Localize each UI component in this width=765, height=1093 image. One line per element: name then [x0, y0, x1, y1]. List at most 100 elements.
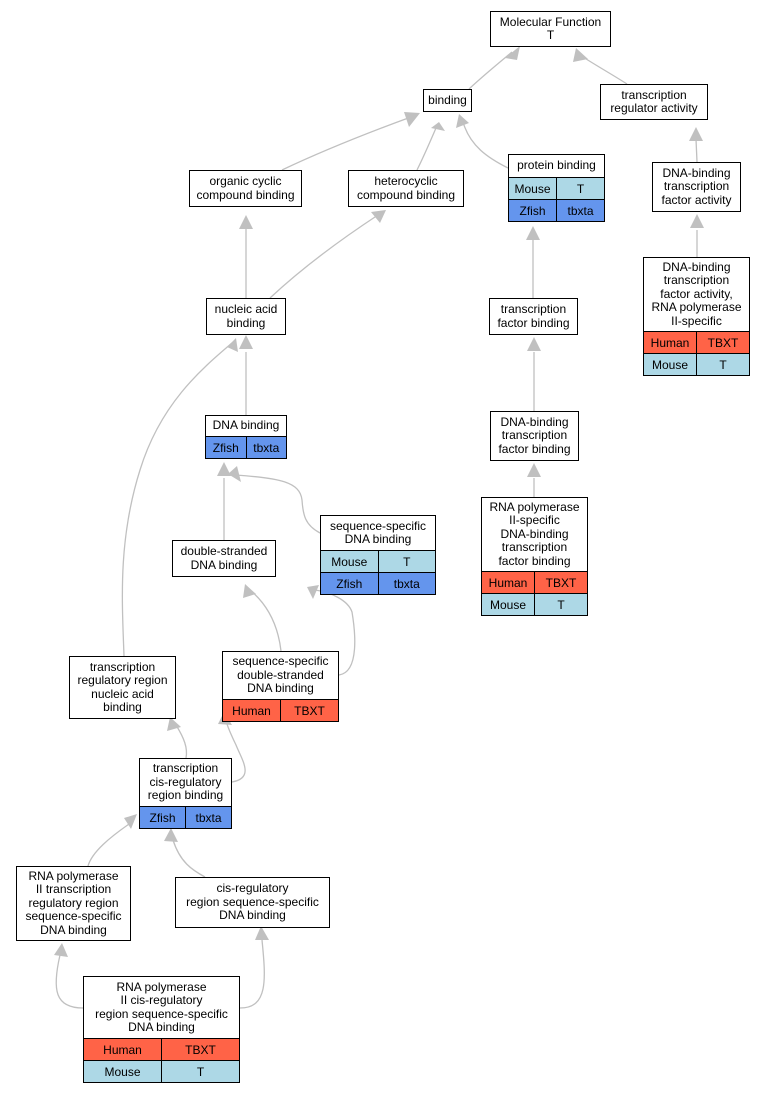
edge-line	[468, 51, 513, 90]
edge-arrowhead	[307, 585, 319, 599]
species-cell: Mouse	[514, 181, 551, 196]
edge-arrowhead	[217, 462, 231, 476]
edge-arrowhead	[573, 48, 588, 62]
edge-arrowhead	[227, 338, 238, 352]
species-cell: Mouse	[489, 597, 527, 612]
gene-cell: T	[534, 594, 587, 615]
edge-arrowhead	[431, 122, 445, 131]
go-term-label: sequence-specific double-stranded DNA bi…	[232, 654, 329, 696]
edge-arrowhead	[255, 926, 269, 940]
go-term-label: binding	[428, 92, 467, 107]
gene-cell: tbxta	[185, 807, 231, 828]
annotation-row: Human TBXT	[223, 699, 338, 721]
go-term-node-heterocyclic-compound-binding[interactable]: heterocyclic compound binding	[348, 170, 464, 207]
edge-line	[462, 121, 509, 169]
gene-cell: T	[556, 178, 604, 199]
go-term-node-organic-cyclic-compound-binding[interactable]: organic cyclic compound binding	[189, 170, 302, 207]
annotation-row: Zfish tbxta	[509, 199, 604, 221]
edge-arrowhead	[243, 584, 256, 598]
go-term-node-molecular-function[interactable]: Molecular Function T	[490, 11, 611, 47]
edge-arrowhead	[404, 112, 420, 127]
edge-arrowhead	[54, 943, 68, 957]
edge-arrowhead	[164, 828, 178, 842]
species-cell: Human	[103, 1042, 142, 1057]
species-cell: Zfish	[336, 576, 363, 591]
go-term-node-dna-binding-tf-binding[interactable]: DNA-binding transcription factor binding	[490, 411, 579, 461]
edge-line	[239, 939, 265, 1009]
go-term-node-transcription-regulator-activity[interactable]: transcription regulator activity	[600, 84, 708, 120]
edge-line	[695, 138, 698, 163]
edge-arrowhead	[526, 226, 540, 240]
edge-arrowhead	[167, 717, 181, 731]
go-term-node-cis-regulatory-region-ssdb[interactable]: cis-regulatory region sequence-specific …	[175, 877, 330, 928]
go-term-label: double-stranded DNA binding	[180, 544, 268, 572]
species-cell: Zfish	[519, 203, 546, 218]
go-term-node-transcription-regulatory-region-na-binding[interactable]: transcription regulatory region nucleic …	[69, 656, 176, 719]
edge-arrowhead	[239, 215, 253, 229]
edge-arrowhead	[239, 335, 253, 349]
go-term-node-binding[interactable]: binding	[423, 89, 472, 112]
edge-line	[175, 724, 188, 759]
edge-arrowhead	[527, 463, 541, 477]
go-term-node-dna-binding-tf-activity-pol2[interactable]: DNA-binding transcription factor activit…	[643, 257, 750, 376]
annotation-row: Mouse T	[644, 353, 749, 375]
go-term-label: transcription cis-regulatory region bind…	[147, 761, 224, 803]
gene-cell: TBXT	[534, 572, 587, 593]
gene-cell: TBXT	[280, 700, 338, 721]
go-term-label: heterocyclic compound binding	[356, 174, 456, 202]
go-term-node-transcription-factor-binding[interactable]: transcription factor binding	[489, 298, 578, 335]
gene-cell: T	[161, 1061, 239, 1082]
go-term-label: RNA polymerase II-specific DNA-binding t…	[489, 499, 580, 568]
go-term-label: sequence-specific DNA binding	[329, 518, 427, 546]
gene-cell: tbxta	[245, 437, 287, 458]
edge-line	[234, 474, 321, 534]
edge-arrowhead	[690, 214, 704, 228]
gene-cell: tbxta	[556, 200, 604, 221]
go-term-label: nucleic acid binding	[214, 302, 278, 330]
go-term-label: cis-regulatory region sequence-specific …	[186, 881, 319, 923]
species-cell: Mouse	[104, 1064, 141, 1079]
edge-arrowhead	[228, 466, 241, 482]
species-cell: Human	[232, 703, 271, 718]
go-term-label: DNA binding	[212, 418, 280, 433]
go-term-node-seq-specific-ds-dna-binding[interactable]: sequence-specific double-stranded DNA bi…	[222, 651, 339, 722]
go-term-label: DNA-binding transcription factor binding	[498, 414, 571, 456]
go-term-node-dna-binding-tf-activity[interactable]: DNA-binding transcription factor activit…	[652, 162, 741, 212]
edge-line	[172, 839, 206, 878]
species-cell: Mouse	[331, 554, 368, 569]
go-term-node-rna-pol2-transcription-regulatory-region-ssdb[interactable]: RNA polymerase II transcription regulato…	[16, 866, 131, 941]
edge-line	[121, 342, 233, 657]
edge-arrowhead	[505, 46, 520, 60]
edge-line	[249, 589, 282, 652]
species-cell: Mouse	[651, 357, 689, 372]
go-term-label: RNA polymerase II cis-regulatory region …	[95, 979, 228, 1034]
edge-arrowhead	[124, 814, 137, 829]
species-cell: Human	[650, 335, 690, 350]
go-term-node-rna-pol2-cis-regulatory-region-ssdb[interactable]: RNA polymerase II cis-regulatory region …	[83, 976, 240, 1083]
edge-line	[582, 56, 628, 85]
go-term-node-nucleic-acid-binding[interactable]: nucleic acid binding	[206, 298, 286, 335]
go-term-label: transcription regulatory region nucleic …	[77, 659, 168, 714]
go-term-node-double-stranded-dna-binding[interactable]: double-stranded DNA binding	[172, 540, 276, 577]
species-cell: Zfish	[212, 440, 239, 455]
edge-arrowhead	[456, 114, 469, 128]
gene-cell: tbxta	[377, 573, 436, 594]
go-term-label: Molecular Function T	[499, 14, 602, 42]
go-term-node-transcription-cis-regulatory-region-binding[interactable]: transcription cis-regulatory region bind…	[139, 758, 232, 829]
edge-arrowhead	[527, 337, 541, 351]
edge-line	[87, 821, 133, 867]
gene-cell: TBXT	[696, 332, 749, 353]
go-term-label: organic cyclic compound binding	[196, 174, 295, 202]
annotation-row: Zfish tbxta	[321, 572, 435, 594]
gene-cell: T	[696, 354, 749, 375]
edge-line	[416, 127, 437, 171]
go-term-node-rna-pol2-specific-dna-binding-tf-binding[interactable]: RNA polymerase II-specific DNA-binding t…	[481, 497, 588, 616]
go-term-label: RNA polymerase II transcription regulato…	[25, 868, 122, 937]
annotation-row: Mouse T	[84, 1060, 239, 1082]
